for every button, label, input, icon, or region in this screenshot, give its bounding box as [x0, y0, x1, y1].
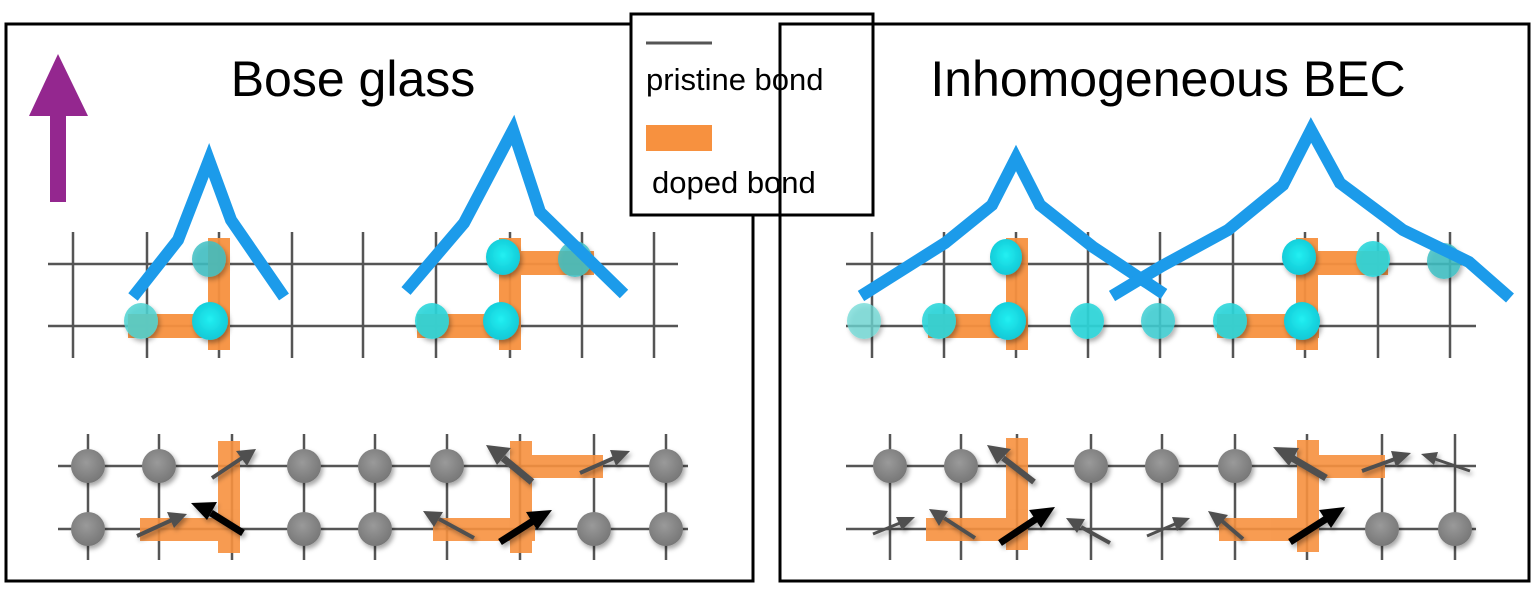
spin-arrow-icon [1208, 511, 1245, 541]
spin-arrow-icon [486, 445, 535, 485]
panel-inhomogeneous-bec: Inhomogeneous BEC [778, 22, 1531, 583]
boson [1070, 303, 1104, 339]
spin-arrow-icon [1361, 451, 1411, 473]
lattice-site-icon [1145, 449, 1179, 483]
bosons-upper-right [847, 239, 1461, 340]
spin-arrow-icon [498, 510, 552, 545]
boson [1213, 303, 1247, 339]
panel-title-right: Inhomogeneous BEC [930, 51, 1405, 107]
legend-frame [629, 12, 875, 217]
lattice-site-icon [1074, 449, 1108, 483]
panel-title-left: Bose glass [231, 51, 476, 107]
lattice-site-icon [649, 512, 683, 546]
spin-arrow-icon [191, 502, 245, 536]
legend-doped-label: doped bond [652, 165, 816, 200]
bosons-upper-left [124, 239, 592, 340]
field-arrow-icon [29, 54, 88, 202]
lattice-site-icon [873, 449, 907, 483]
panel-frame-right [778, 22, 1531, 583]
lattice-site-icon [1218, 449, 1252, 483]
spin-arrows-right [872, 445, 1471, 546]
lattice-site-icon [1365, 512, 1399, 546]
spin-arrow-icon [1273, 447, 1328, 482]
legend: pristine bond doped bond [629, 12, 875, 217]
boson [1284, 302, 1320, 340]
spin-arrow-icon [1421, 452, 1471, 473]
boson [483, 302, 519, 340]
panel-frame-left [4, 22, 755, 583]
boson [415, 303, 449, 339]
spin-arrow-icon [1146, 517, 1190, 538]
lattice-site-icon [577, 512, 611, 546]
boson [192, 302, 228, 340]
doped-bond-swatch [646, 125, 712, 151]
lattice-site-icon [1438, 512, 1472, 546]
spin-sites-right [873, 449, 1472, 546]
spin-arrow-icon [872, 517, 915, 536]
boson [486, 239, 520, 275]
spin-sites-left [71, 449, 683, 546]
lattice-site-icon [287, 449, 321, 483]
legend-pristine-label: pristine bond [646, 62, 824, 97]
spin-arrow-icon [998, 507, 1055, 546]
spin-arrows-left [136, 445, 630, 545]
spin-arrow-icon [423, 511, 475, 540]
spin-arrow-icon [1066, 518, 1111, 545]
boson [1282, 239, 1316, 275]
spin-arrow-icon [136, 512, 187, 538]
lattice-site-icon [287, 512, 321, 546]
spin-arrow-icon [579, 450, 630, 475]
lattice-site-icon [944, 449, 978, 483]
boson [1356, 241, 1390, 277]
condensate-envelope-right [857, 117, 1514, 303]
spin-arrow-icon [210, 449, 256, 480]
boson [1141, 303, 1175, 339]
boson [192, 241, 226, 277]
boson [847, 303, 881, 339]
condensate-envelope-left [128, 114, 629, 301]
lattice-site-icon [71, 449, 105, 483]
lattice-site-icon [358, 512, 392, 546]
lattice-site-icon [142, 449, 176, 483]
lattice-site-icon [430, 449, 464, 483]
boson [990, 239, 1022, 275]
boson [922, 303, 956, 339]
spin-arrow-icon [929, 509, 977, 540]
lattice-site-icon [649, 449, 683, 483]
boson [124, 303, 158, 339]
spin-arrow-icon [987, 445, 1036, 485]
lattice-site-icon [71, 512, 105, 546]
boson [990, 302, 1026, 340]
lattice-site-icon [358, 449, 392, 483]
panel-bose-glass: Bose glass [4, 22, 755, 583]
spin-arrow-icon [1288, 507, 1345, 545]
